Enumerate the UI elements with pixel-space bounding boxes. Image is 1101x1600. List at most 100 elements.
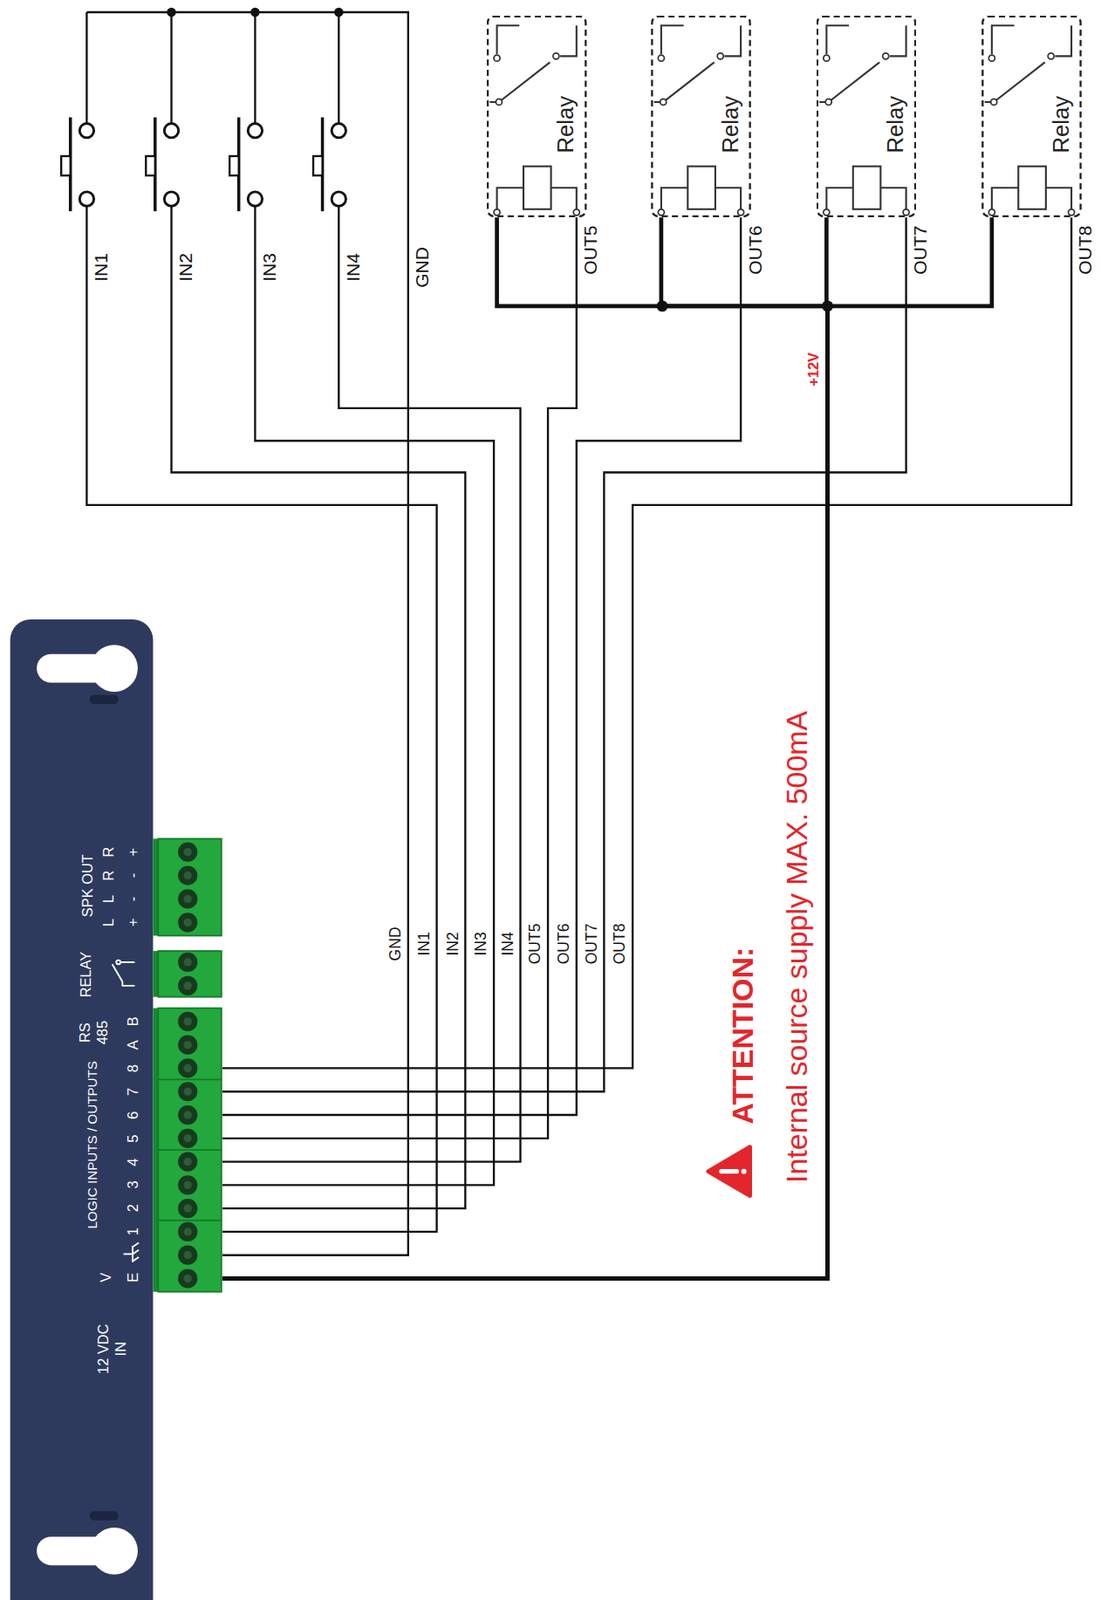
terminal-screw-slot <box>184 1134 192 1143</box>
relay-coil-lead <box>880 187 906 211</box>
signal-name: OUT8 <box>611 923 628 965</box>
ground-symbol <box>123 1253 134 1256</box>
signal-name: IN4 <box>499 931 515 956</box>
switch-wire <box>253 12 256 124</box>
keyhole-slot <box>36 654 119 684</box>
panel-label: B <box>125 1016 140 1026</box>
terminal-screw <box>177 952 198 972</box>
switch-terminal <box>164 123 178 138</box>
panel-label: RELAY <box>78 951 93 998</box>
terminal-screw <box>177 1222 198 1242</box>
panel-label: SPK OUT <box>80 854 95 917</box>
keyhole-slot <box>36 1536 119 1566</box>
relay-terminal <box>573 209 580 216</box>
relay-contact <box>826 25 849 55</box>
relay-coil-lead <box>991 187 1019 211</box>
signal-name: OUT6 <box>745 225 765 274</box>
terminal-screw-slot <box>184 1087 192 1096</box>
relay-label: Relay <box>884 95 908 154</box>
terminal-screw <box>177 976 198 996</box>
relay-lever <box>993 61 1045 103</box>
panel-label: 2 <box>125 1204 140 1213</box>
terminal-screw-slot <box>184 957 192 966</box>
relay-terminal <box>1068 209 1075 216</box>
terminal-screw <box>177 1128 198 1149</box>
relay-box: Relay <box>981 15 1082 219</box>
panel-label: 3 <box>125 1181 140 1190</box>
relay-coil-lead <box>826 187 853 211</box>
relay-terminal <box>988 209 995 216</box>
terminal-screw-slot <box>184 1203 192 1212</box>
housing-tab <box>89 694 119 705</box>
terminal-screw <box>177 1245 198 1266</box>
warning-triangle <box>708 1147 751 1197</box>
relay-terminal <box>495 98 502 105</box>
terminal-screw <box>177 865 198 885</box>
panel-label: 12 VDC IN <box>95 1319 130 1377</box>
input-wire <box>86 205 437 1232</box>
signal-name: IN1 <box>415 931 431 956</box>
supply-connector <box>222 217 828 1279</box>
relay-terminal <box>902 209 910 216</box>
supply-connector <box>222 217 828 1279</box>
panel-label: R <box>101 870 116 882</box>
relay-coil <box>523 166 552 210</box>
signal-name: GND <box>413 246 432 288</box>
panel-label: LOGIC INPUTS / OUTPUTS <box>85 1060 99 1230</box>
ground-symbol <box>132 1257 139 1262</box>
relay-terminal <box>823 54 830 62</box>
warning-exclamation <box>741 1169 747 1175</box>
relay-contact <box>560 25 577 56</box>
relay-coil-lead <box>661 187 688 211</box>
signal-name: IN1 <box>91 253 110 282</box>
terminal-screw <box>177 1058 198 1078</box>
signal-name: OUT6 <box>554 923 571 965</box>
relay-coil-lead <box>1046 187 1072 211</box>
relay-coil-lead <box>715 187 741 211</box>
panel-label: 4 <box>125 1157 140 1166</box>
warning-exclamation <box>721 1169 738 1174</box>
signal-name: OUT7 <box>910 225 930 274</box>
terminal-screw-slot <box>184 1227 192 1236</box>
relay-box: Relay <box>486 15 588 219</box>
panel-label: RS 485 <box>76 1015 111 1051</box>
panel-label: + <box>125 918 140 928</box>
terminal-screw-slot <box>184 871 192 880</box>
relay-contact-symbol <box>116 960 121 965</box>
signal-name: IN3 <box>472 931 489 956</box>
pushbutton-cap <box>61 156 71 176</box>
signal-name: IN4 <box>343 253 363 282</box>
switch-terminal <box>331 123 346 138</box>
terminal-divider <box>157 1079 222 1081</box>
relay-terminal <box>988 54 995 62</box>
signal-name: OUT5 <box>526 923 543 965</box>
relay-contact <box>661 25 684 55</box>
terminal-screw <box>177 1035 198 1055</box>
terminal-screw <box>177 912 198 932</box>
relay-terminal <box>717 53 724 60</box>
terminal-screw <box>177 1268 198 1288</box>
relay-contact <box>497 25 520 55</box>
relay-coil <box>687 166 716 210</box>
panel-label: L <box>101 895 116 903</box>
switch-terminal <box>331 191 346 206</box>
device-panel: 12 VDC INVELOGIC INPUTS / OUTPUTS1234567… <box>10 619 223 1600</box>
pushbutton-cap <box>145 156 156 176</box>
terminal-screw-slot <box>184 918 192 927</box>
terminal-screw <box>177 889 198 909</box>
terminal-screw-slot <box>184 981 192 990</box>
relay-coil <box>853 166 882 210</box>
signal-name: GND <box>386 926 403 961</box>
panel-label: - <box>125 896 140 902</box>
relay-terminal <box>882 53 890 60</box>
switch-terminal <box>247 191 262 206</box>
relay-coil <box>1018 166 1047 210</box>
switch-terminal <box>79 123 94 138</box>
relay-label: Relay <box>554 95 578 154</box>
output-connector <box>222 217 741 1115</box>
terminal-screw <box>177 1198 198 1218</box>
relay-label: Relay <box>719 95 743 154</box>
relay-terminal <box>493 209 500 216</box>
supply-connector <box>222 217 992 1279</box>
terminal-screw-slot <box>184 847 192 856</box>
